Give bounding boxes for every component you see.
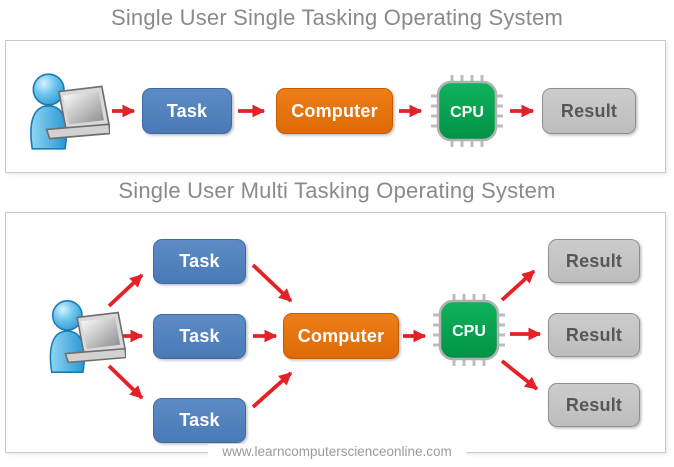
user-icon [20, 71, 110, 151]
computer-node: Computer [276, 88, 393, 134]
single-tasking-title: Single User Single Tasking Operating Sys… [110, 5, 564, 30]
task-node-2: Task [153, 314, 246, 359]
task-node-3: Task [153, 398, 246, 443]
arrow-task-1-to-computer [251, 263, 293, 303]
cpu-label: CPU [450, 104, 484, 121]
cpu-chip-icon: CPU [432, 293, 506, 367]
task-node: Task [142, 88, 232, 134]
user-icon [40, 297, 126, 375]
result-node-2: Result [548, 313, 640, 357]
arrow-task-3-to-computer [251, 371, 293, 409]
website-watermark: www.learncomputerscienceonline.com [208, 444, 466, 460]
multi-tasking-title: Single User Multi Tasking Operating Syst… [118, 178, 556, 203]
result-node: Result [542, 88, 636, 134]
arrow-cpu-to-result-1 [500, 269, 536, 302]
single-tasking-panel: Task Computer CPU Res [5, 40, 666, 173]
result-node-3: Result [548, 383, 640, 427]
arrow-cpu-to-result-3 [500, 359, 539, 391]
multi-tasking-panel: Task Task Task Computer CPU [5, 212, 666, 453]
cpu-chip-icon: CPU [430, 74, 504, 148]
result-node-1: Result [548, 239, 640, 283]
computer-node: Computer [283, 313, 399, 359]
cpu-label: CPU [452, 323, 486, 340]
task-node-1: Task [153, 239, 246, 284]
